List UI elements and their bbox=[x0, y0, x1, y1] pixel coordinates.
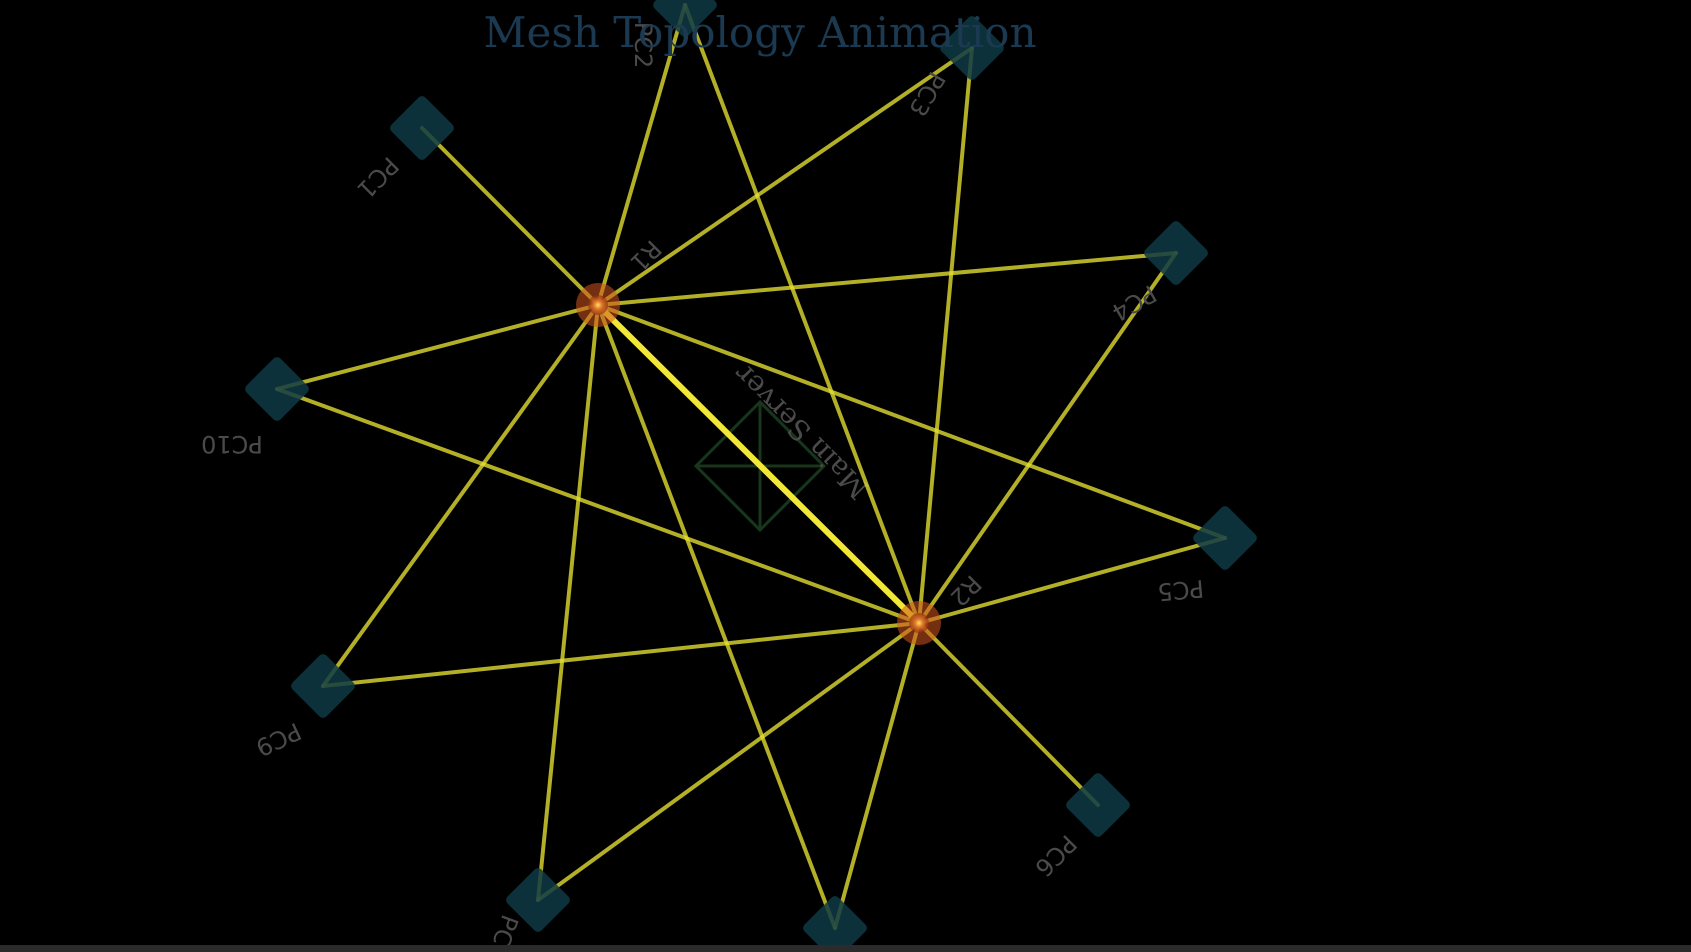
pc-node-pc8[interactable]: PC8 bbox=[481, 866, 572, 952]
pc-label-pc1: PC1 bbox=[351, 151, 404, 204]
links-layer bbox=[275, 3, 1227, 930]
pc-icon bbox=[1066, 773, 1130, 837]
link-r2-pc3 bbox=[917, 46, 974, 625]
pc-icon bbox=[1144, 221, 1208, 285]
pc-label-pc2: PC2 bbox=[629, 22, 657, 69]
pc-icon bbox=[940, 16, 1004, 80]
link-r1-pc5 bbox=[596, 303, 1227, 540]
link-r2-pc8 bbox=[536, 621, 921, 902]
pc-node-pc2[interactable]: PC2 bbox=[629, 0, 719, 68]
router-icon bbox=[588, 295, 608, 315]
pc-label-pc6: PC6 bbox=[1029, 829, 1082, 882]
pc-icon bbox=[803, 896, 867, 952]
pc-label-pc5: PC5 bbox=[1156, 574, 1205, 606]
pc-icon bbox=[653, 0, 717, 37]
bottom-edge-bar bbox=[0, 945, 1691, 952]
page-title: Mesh Topology Animation bbox=[483, 8, 1036, 57]
link-r1-r2 bbox=[595, 302, 922, 626]
pc-label-pc9: PC9 bbox=[251, 717, 305, 762]
pc-node-pc10[interactable]: PC10 bbox=[201, 355, 311, 458]
pc-label-pc10: PC10 bbox=[201, 430, 263, 458]
link-r2-pc10 bbox=[275, 387, 921, 625]
pc-label-pc3: PC3 bbox=[903, 67, 950, 121]
link-r1-pc10 bbox=[275, 303, 600, 391]
main-server-node: Main Server bbox=[693, 357, 875, 533]
link-r2-pc9 bbox=[321, 621, 921, 688]
pc-node-pc5[interactable]: PC5 bbox=[1156, 504, 1259, 606]
link-r2-pc4 bbox=[917, 251, 1178, 625]
link-r1-pc3 bbox=[596, 46, 974, 307]
pc-icon bbox=[291, 654, 355, 718]
link-r1-pc9 bbox=[321, 303, 600, 688]
pc-node-pc4[interactable]: PC4 bbox=[1107, 219, 1210, 327]
link-r1-pc4 bbox=[596, 251, 1178, 307]
pc-icon bbox=[1193, 506, 1257, 570]
router-icon bbox=[909, 613, 929, 633]
pc-node-pc9[interactable]: PC9 bbox=[251, 652, 357, 762]
pc-icon bbox=[390, 96, 454, 160]
pc-icon bbox=[506, 868, 570, 932]
link-r2-pc6 bbox=[917, 621, 1100, 807]
pc-icon bbox=[245, 357, 309, 421]
link-r1-pc2 bbox=[596, 3, 687, 307]
link-r1-pc1 bbox=[420, 126, 600, 307]
link-r2-pc7 bbox=[833, 621, 921, 930]
pc-node-pc7[interactable] bbox=[801, 894, 869, 952]
router-label-r1: R1 bbox=[624, 234, 666, 276]
link-r1-pc7 bbox=[596, 303, 837, 930]
link-r2-pc5 bbox=[917, 536, 1227, 625]
link-r1-pc8 bbox=[536, 303, 600, 902]
link-r2-pc2 bbox=[683, 3, 921, 625]
